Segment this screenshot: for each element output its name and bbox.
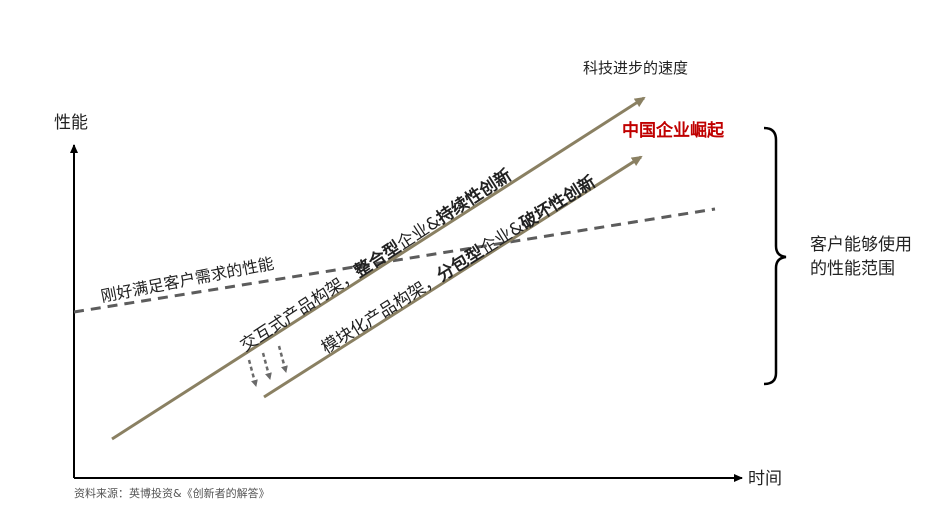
x-axis-label: 时间: [748, 469, 782, 489]
modular-label-part2: 分包型: [433, 241, 487, 286]
customer-need-line: [73, 207, 716, 314]
china-rise-label: 中国企业崛起: [622, 120, 725, 141]
y-axis-label: 性能: [54, 113, 88, 133]
bracket-label-line1: 客户能够使用: [810, 234, 912, 255]
shift-arrow-1: [247, 359, 258, 387]
modular-arrow: [263, 155, 643, 399]
integrated-arrow: [111, 96, 646, 441]
modular-label-part4: 破坏性创新: [516, 171, 599, 234]
shift-arrow-3: [277, 345, 288, 373]
shift-arrow-2: [261, 352, 272, 380]
source-note: 资料来源：英博投资&《创新者的解答》: [74, 486, 270, 500]
customer-need-label: 刚好满足客户需求的性能: [99, 254, 275, 306]
bracket-label-line2: 的性能范围: [810, 259, 895, 279]
integrated-label-part4: 持续性创新: [433, 165, 516, 229]
shift-arrows: [247, 345, 288, 387]
performance-range-bracket: [763, 126, 787, 386]
tech-speed-label: 科技进步的速度: [583, 59, 688, 77]
